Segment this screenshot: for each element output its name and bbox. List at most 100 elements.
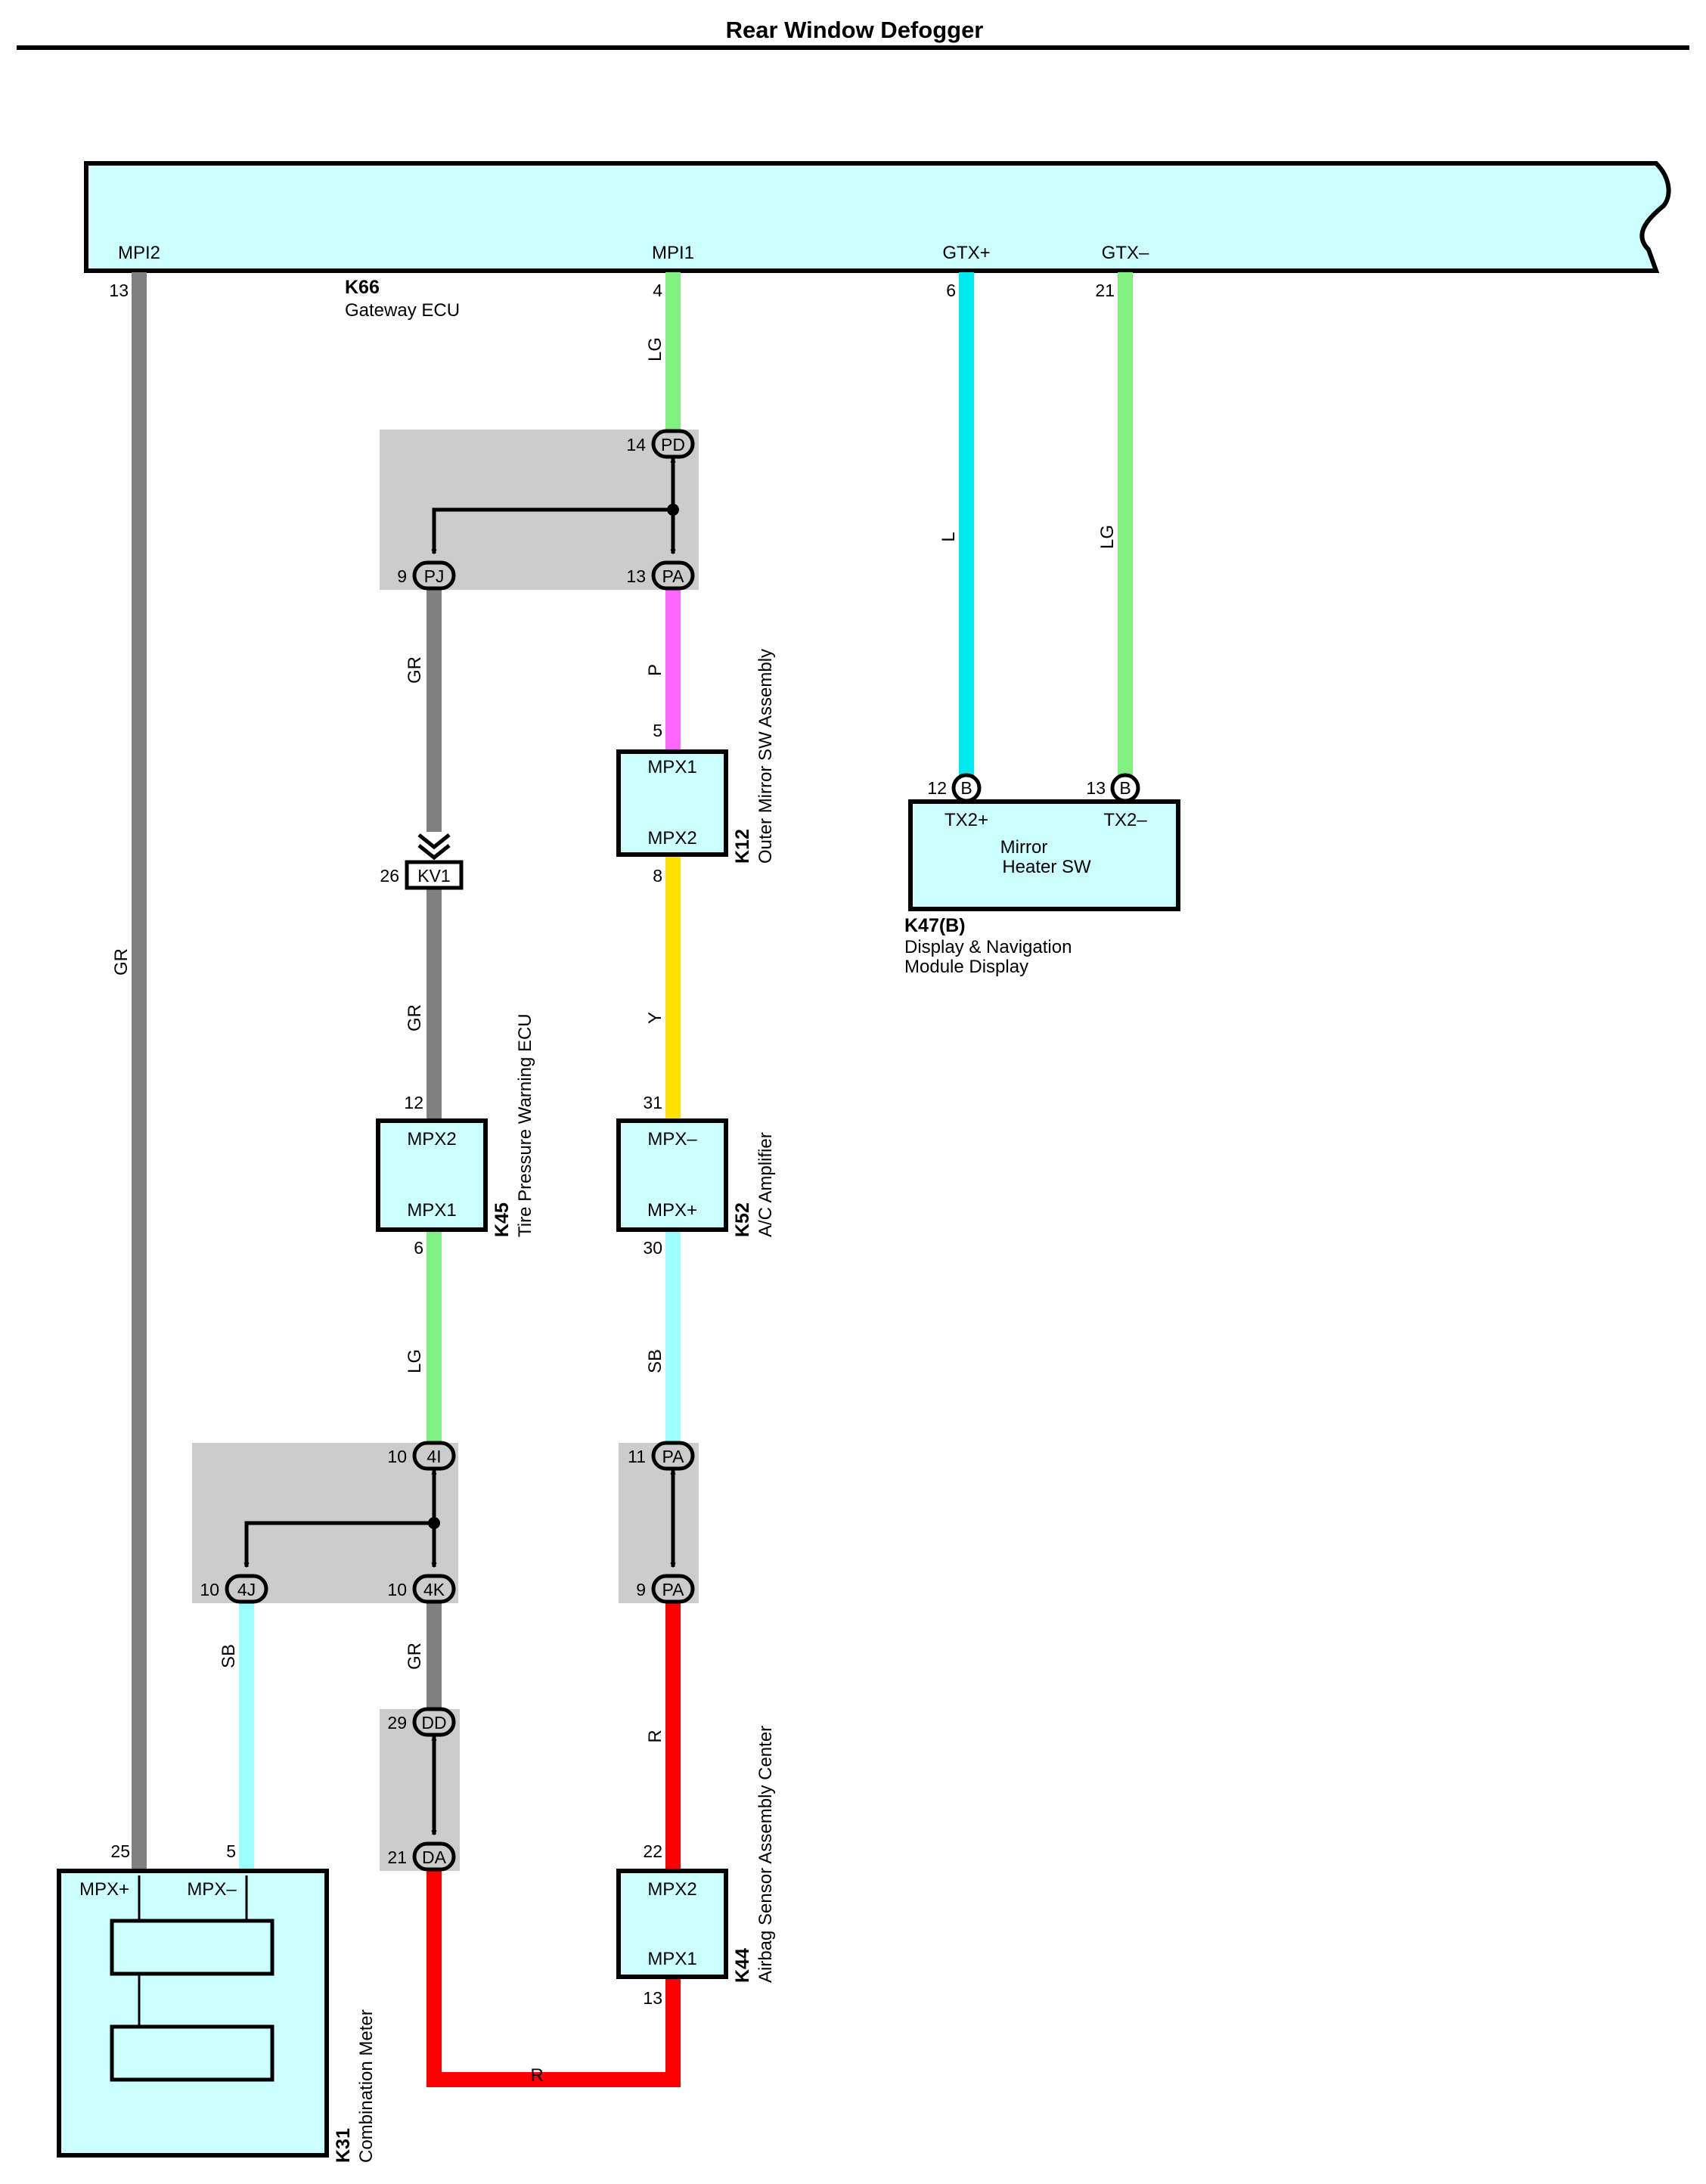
wire-code-lg-k45: LG bbox=[405, 1349, 425, 1373]
svg-text:MPX2: MPX2 bbox=[647, 828, 696, 848]
pin-number: 6 bbox=[414, 1238, 423, 1258]
connector-pa-11: PA 11 bbox=[628, 1441, 695, 1471]
svg-text:26: 26 bbox=[380, 866, 399, 886]
pin-number: 31 bbox=[643, 1093, 662, 1112]
wire-code-r-bottom: R bbox=[530, 2065, 543, 2086]
svg-text:K47(B): K47(B) bbox=[904, 915, 966, 936]
pin-number: 25 bbox=[110, 1841, 130, 1861]
svg-text:10: 10 bbox=[387, 1447, 407, 1466]
svg-text:Module Display: Module Display bbox=[904, 957, 1028, 977]
connector-4j: 4J 10 bbox=[200, 1574, 268, 1604]
pin-number: 12 bbox=[404, 1093, 423, 1112]
pin-number: 13 bbox=[109, 281, 129, 300]
pin-number: 21 bbox=[1095, 281, 1115, 300]
svg-text:Mirror: Mirror bbox=[1000, 837, 1048, 858]
wire-code-l: L bbox=[938, 532, 959, 541]
svg-text:MPX–: MPX– bbox=[187, 1879, 237, 1900]
svg-text:MPX+: MPX+ bbox=[79, 1879, 129, 1900]
svg-text:DD: DD bbox=[421, 1713, 446, 1733]
connector-pa: PA 13 bbox=[626, 560, 695, 591]
component-k31: MPX+ MPX– 25 5 K31 Combination Meter bbox=[57, 1841, 377, 2163]
svg-text:MPX1: MPX1 bbox=[647, 757, 696, 777]
svg-text:K31: K31 bbox=[333, 2128, 354, 2163]
gateway-ecu-box bbox=[84, 161, 1671, 273]
svg-text:10: 10 bbox=[200, 1580, 219, 1599]
pin-number: 6 bbox=[946, 281, 956, 300]
gateway-pin-label-mpi2: MPI2 bbox=[118, 243, 160, 263]
wire-code-y: Y bbox=[645, 1012, 665, 1024]
svg-text:Display & Navigation: Display & Navigation bbox=[904, 937, 1072, 957]
gateway-name: Gateway ECU bbox=[345, 300, 460, 321]
junction-pd-connections bbox=[434, 458, 679, 554]
pin-number: 12 bbox=[927, 778, 947, 798]
connector-4i: 4I 10 bbox=[387, 1441, 456, 1471]
diagram-title: Rear Window Defogger bbox=[726, 17, 984, 43]
pin-number: 30 bbox=[643, 1238, 662, 1258]
svg-text:K45: K45 bbox=[492, 1202, 513, 1237]
svg-text:KV1: KV1 bbox=[417, 866, 450, 886]
gateway-code: K66 bbox=[345, 277, 380, 298]
svg-text:Heater SW: Heater SW bbox=[1002, 857, 1091, 877]
svg-text:K12: K12 bbox=[732, 829, 753, 864]
svg-text:DA: DA bbox=[422, 1847, 447, 1867]
svg-text:10: 10 bbox=[387, 1580, 407, 1599]
gateway-pin-label-gtx-minus: GTX– bbox=[1102, 243, 1149, 263]
svg-text:MPX–: MPX– bbox=[647, 1129, 697, 1149]
svg-text:MPX+: MPX+ bbox=[647, 1200, 697, 1221]
pin-number: 5 bbox=[653, 721, 662, 740]
wire-code-p: P bbox=[645, 664, 665, 676]
svg-text:14: 14 bbox=[626, 435, 646, 454]
component-k45: MPX2 MPX1 12 6 K45 Tire Pressure Warning… bbox=[376, 1013, 535, 1258]
svg-text:11: 11 bbox=[628, 1447, 646, 1466]
wire-code-r-k44: R bbox=[645, 1730, 665, 1742]
svg-text:PA: PA bbox=[662, 1447, 685, 1466]
pin-number: 13 bbox=[1086, 778, 1106, 798]
svg-text:29: 29 bbox=[387, 1713, 407, 1733]
svg-text:4I: 4I bbox=[426, 1447, 441, 1466]
svg-text:Tire Pressure Warning ECU: Tire Pressure Warning ECU bbox=[515, 1013, 535, 1237]
wire-color-codes: GR LG L LG GR P GR Y LG SB SB GR R R bbox=[111, 337, 1118, 2086]
pin-number: 22 bbox=[643, 1841, 662, 1861]
wires bbox=[132, 272, 1133, 2087]
svg-text:Airbag Sensor Assembly Center: Airbag Sensor Assembly Center bbox=[755, 1726, 776, 1983]
pin-number: 5 bbox=[226, 1841, 236, 1861]
wire-code-gr-kv1: GR bbox=[405, 1004, 425, 1032]
svg-text:13: 13 bbox=[626, 566, 646, 586]
component-k52: MPX– MPX+ 31 30 K52 A/C Amplifier bbox=[616, 1093, 776, 1258]
svg-text:9: 9 bbox=[636, 1580, 646, 1599]
wire-code-lg-mpi1: LG bbox=[645, 337, 665, 361]
svg-text:B: B bbox=[960, 778, 972, 798]
svg-text:9: 9 bbox=[397, 566, 407, 586]
connector-pd: PD 14 bbox=[626, 429, 695, 459]
svg-text:4J: 4J bbox=[237, 1580, 256, 1599]
svg-text:TX2+: TX2+ bbox=[945, 810, 988, 830]
svg-text:Combination Meter: Combination Meter bbox=[356, 2009, 377, 2163]
connector-pj: PJ 9 bbox=[397, 560, 456, 591]
pin-number: 13 bbox=[643, 1988, 662, 2008]
component-k44: MPX2 MPX1 22 13 K44 Airbag Sensor Assemb… bbox=[616, 1726, 776, 2008]
svg-text:MPX1: MPX1 bbox=[407, 1200, 456, 1221]
gateway-pin-label-mpi1: MPI1 bbox=[652, 243, 694, 263]
wire-code-gr-4k: GR bbox=[405, 1643, 425, 1670]
connector-dd: DD 29 bbox=[387, 1707, 456, 1737]
connector-pa-9: PA 9 bbox=[636, 1574, 695, 1604]
svg-text:MPX2: MPX2 bbox=[407, 1129, 456, 1149]
wire-code-sb-k52: SB bbox=[645, 1349, 665, 1373]
svg-text:21: 21 bbox=[387, 1847, 407, 1867]
wire-code-gr-left: GR bbox=[111, 948, 132, 976]
svg-text:PA: PA bbox=[662, 1580, 685, 1599]
svg-text:B: B bbox=[1119, 778, 1131, 798]
svg-text:MPX1: MPX1 bbox=[647, 1949, 696, 1969]
junction-4i-connections bbox=[247, 1470, 440, 1567]
svg-text:PD: PD bbox=[661, 435, 685, 454]
pin-number: 8 bbox=[653, 866, 662, 886]
svg-text:MPX2: MPX2 bbox=[647, 1879, 696, 1900]
svg-text:PJ: PJ bbox=[424, 566, 445, 586]
wire-code-lg-gtx: LG bbox=[1097, 525, 1118, 549]
connector-da: DA 21 bbox=[387, 1841, 456, 1872]
pin-number: 4 bbox=[653, 281, 662, 300]
wire-code-sb-k31: SB bbox=[219, 1644, 239, 1668]
svg-text:Outer Mirror SW Assembly: Outer Mirror SW Assembly bbox=[755, 649, 776, 864]
svg-text:4K: 4K bbox=[423, 1580, 445, 1599]
